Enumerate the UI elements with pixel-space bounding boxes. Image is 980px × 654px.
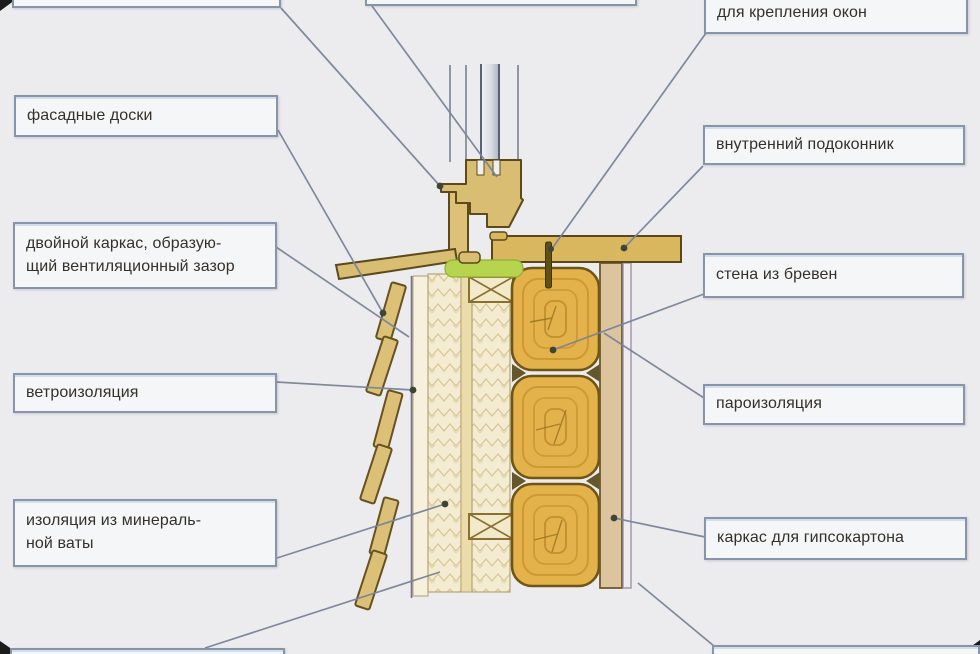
label-window-fixing: для крепления окон (704, 0, 968, 34)
log (510, 266, 601, 372)
log-joint-caulking (512, 364, 600, 490)
label-topcut-left (12, 0, 281, 8)
label-log-wall: стена из бревен (703, 253, 964, 298)
label-mineral-wool: изоляция из минераль- ной ваты (13, 499, 277, 567)
label-vapor-barrier: пароизоляция (703, 384, 965, 425)
label-botcut-right (712, 645, 980, 654)
log (510, 374, 601, 480)
cross-blocking (468, 276, 514, 540)
log-wall (510, 266, 601, 588)
label-topcut-center (365, 0, 637, 6)
label-inner-sill: внутренний подоконник (703, 125, 965, 165)
leader-lines (204, 5, 715, 649)
facade-boards (354, 281, 407, 611)
label-wind-barrier: ветроизоляция (13, 373, 277, 413)
wind-barrier-membrane (410, 275, 429, 598)
drywall-batten (599, 262, 623, 589)
leader-dots (379, 182, 628, 522)
label-double-frame: двойной каркас, образую- щий вентиляцион… (13, 222, 277, 289)
foam-seal (444, 251, 524, 278)
vapor-barrier-membrane (622, 262, 632, 589)
label-facade-boards: фасадные доски (14, 95, 278, 137)
label-drywall-frame: каркас для гипсокартона (704, 517, 967, 560)
label-botcut-left (10, 648, 285, 654)
interior-windowsill (489, 231, 682, 263)
window-glazing (449, 64, 519, 163)
log (510, 482, 601, 588)
window-fixing-anchor (545, 241, 552, 289)
mineral-wool-insulation (427, 273, 511, 593)
